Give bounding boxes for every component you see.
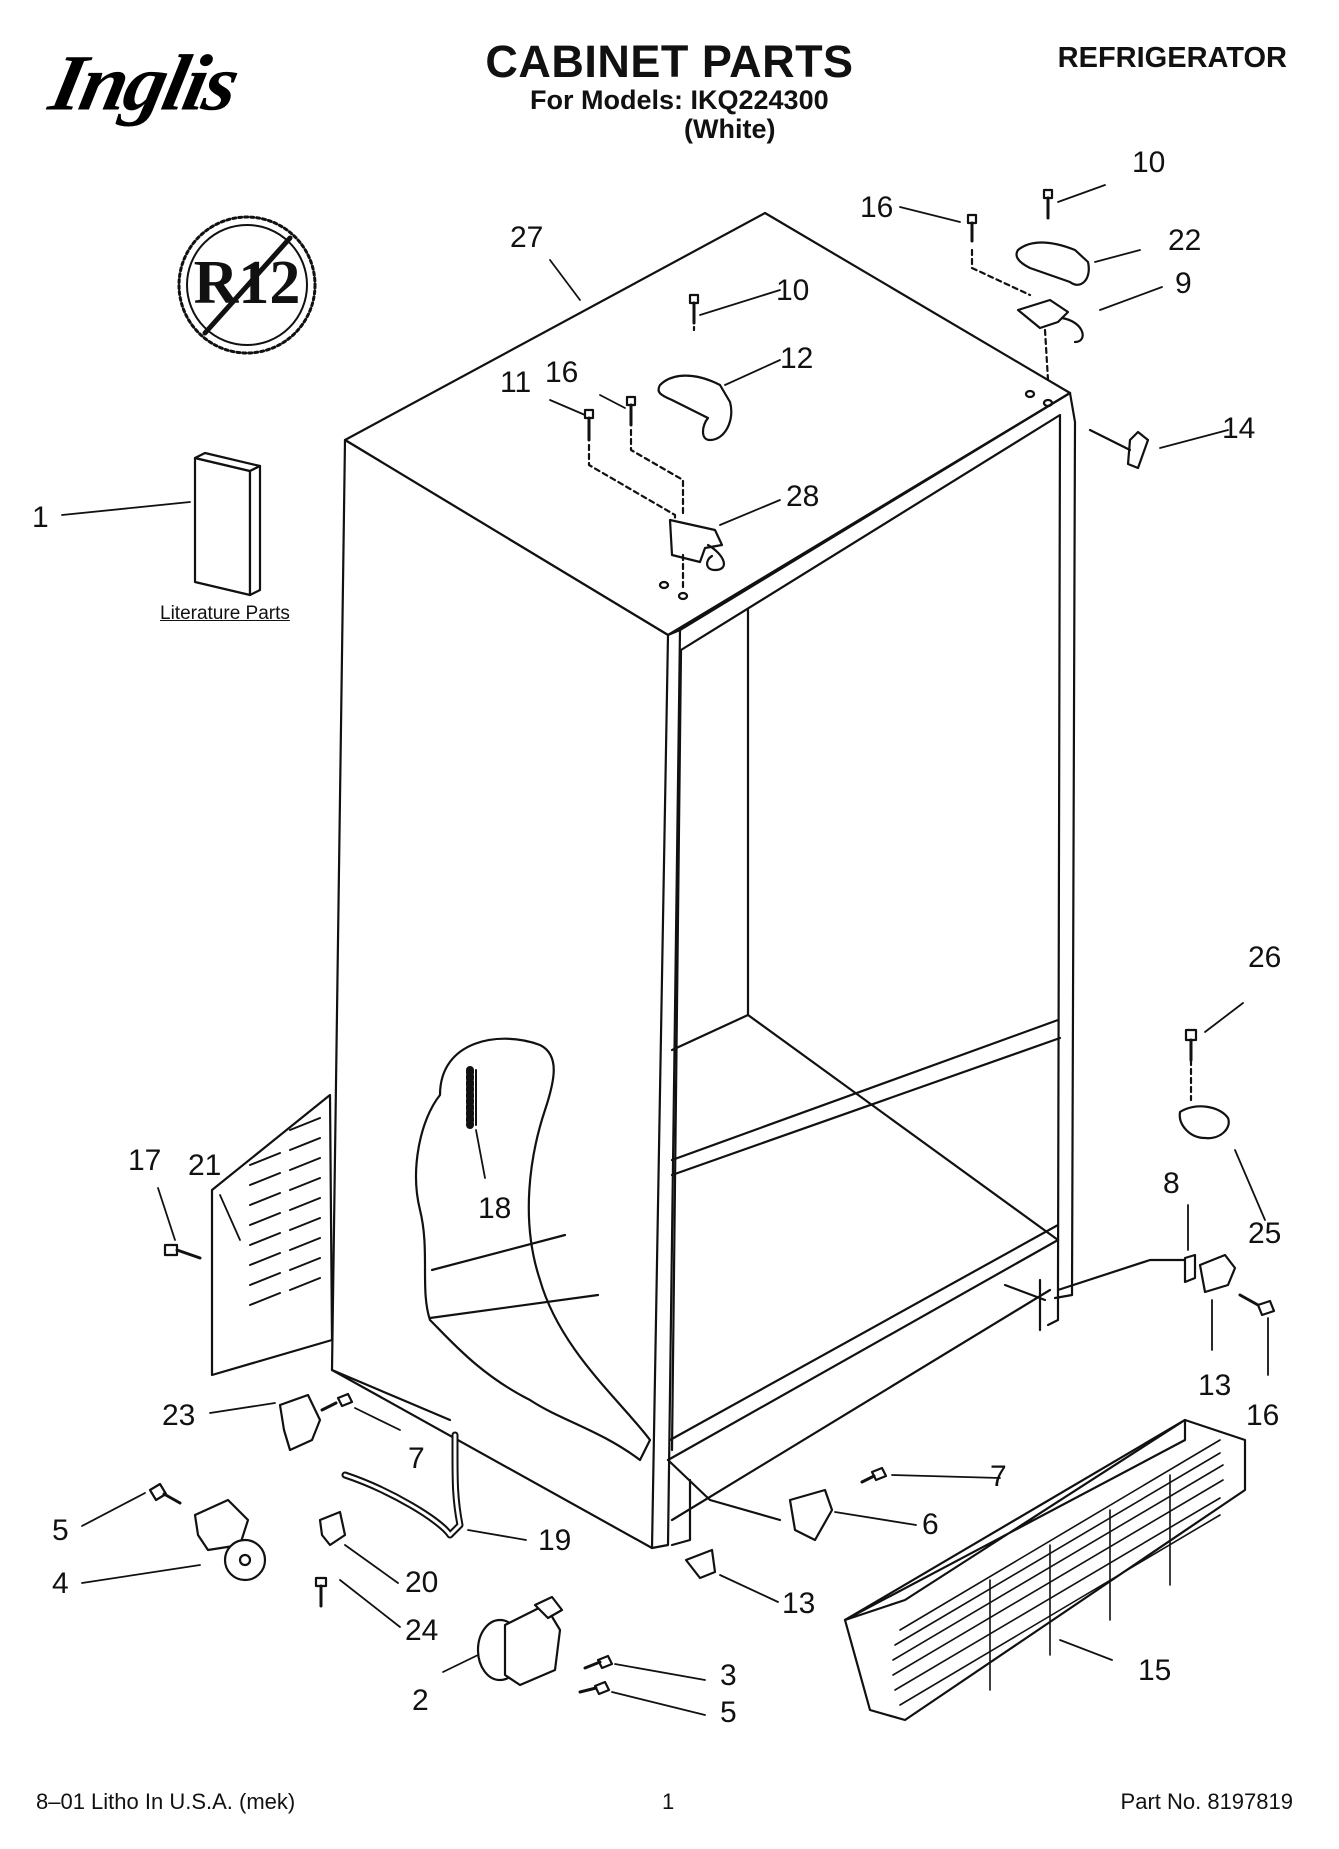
callout-18: 18	[478, 1192, 511, 1225]
water-tube	[314, 1431, 464, 1608]
callout-1: 1	[32, 501, 49, 534]
callout-26: 26	[1248, 941, 1281, 974]
callout-11: 11	[500, 366, 531, 399]
literature-book-icon	[193, 451, 262, 597]
callout-10b: 10	[776, 274, 809, 307]
callout-numbers: 1 2 3 4 5 5 6 7 7 8 9 10 10 11 12 13 13 …	[32, 146, 1281, 1729]
appliance-type: REFRIGERATOR	[1057, 42, 1287, 74]
callout-13a: 13	[1198, 1369, 1231, 1402]
callout-8: 8	[1163, 1167, 1180, 1200]
callout-19: 19	[538, 1524, 571, 1557]
callout-4: 4	[52, 1567, 69, 1600]
callout-leaders	[61, 184, 1269, 1716]
callout-2: 2	[412, 1684, 429, 1717]
callout-16c: 16	[1246, 1399, 1279, 1432]
bracket-23	[278, 1392, 354, 1452]
callout-20: 20	[405, 1566, 438, 1599]
callout-24: 24	[405, 1614, 438, 1647]
top-hinge-left	[583, 293, 733, 592]
callout-5b: 5	[720, 1696, 737, 1729]
page-number: 1	[662, 1789, 675, 1814]
base-grille	[843, 1418, 1247, 1722]
callout-23: 23	[162, 1399, 195, 1432]
callout-5a: 5	[52, 1514, 69, 1547]
part-number: Part No. 8197819	[1120, 1789, 1293, 1814]
top-hinge-right	[966, 188, 1150, 470]
callout-7b: 7	[990, 1460, 1007, 1493]
callout-21: 21	[188, 1149, 221, 1182]
bottom-brackets	[684, 1466, 888, 1580]
page-title: CABINET PARTS	[485, 36, 854, 87]
literature-parts-label: Literature Parts	[160, 603, 290, 624]
callout-22: 22	[1168, 224, 1201, 257]
badge-text: R12	[194, 249, 301, 317]
callout-3: 3	[720, 1659, 737, 1692]
hinge-pin-25	[1178, 1028, 1230, 1140]
callout-7a: 7	[408, 1442, 425, 1475]
no-r12-badge-icon: R12	[177, 215, 317, 355]
callout-6: 6	[922, 1508, 939, 1541]
callout-10a: 10	[1132, 146, 1165, 179]
front-roller	[476, 1595, 614, 1696]
footer-litho: 8–01 Litho In U.S.A. (mek)	[36, 1789, 296, 1814]
callout-12: 12	[780, 342, 813, 375]
models-line: For Models: IKQ224300	[530, 85, 829, 115]
callout-13b: 13	[782, 1587, 815, 1620]
drain-tube-icon	[466, 1066, 477, 1129]
callout-27: 27	[510, 221, 543, 254]
callout-28: 28	[786, 480, 819, 513]
caster-wheel	[148, 1482, 267, 1582]
callout-16b: 16	[545, 356, 578, 389]
callout-14: 14	[1222, 412, 1255, 445]
callout-17: 17	[128, 1144, 161, 1177]
rear-grille	[163, 1093, 334, 1377]
callout-16a: 16	[860, 191, 893, 224]
model-variant: (White)	[684, 114, 776, 144]
callout-15: 15	[1138, 1654, 1171, 1687]
leveling-bracket-right	[1056, 1253, 1276, 1317]
callout-25: 25	[1248, 1217, 1281, 1250]
callout-9: 9	[1175, 267, 1192, 300]
